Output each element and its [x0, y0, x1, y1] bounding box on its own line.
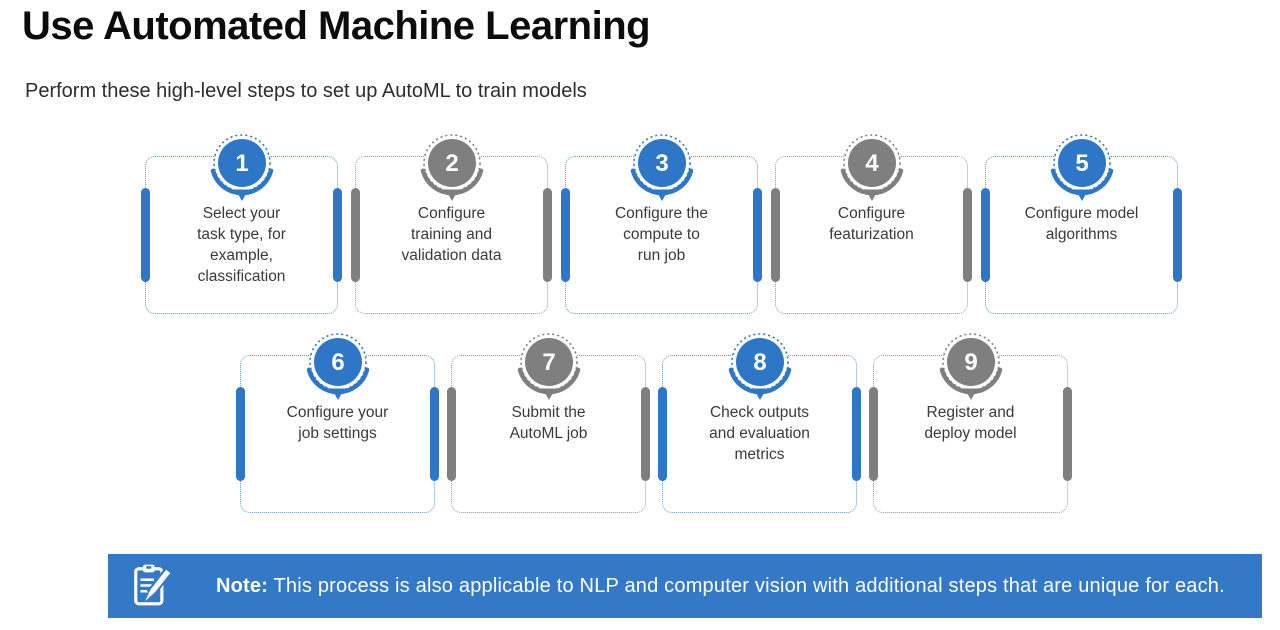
- step-bracket-left: [658, 387, 667, 481]
- step-bracket-left: [351, 188, 360, 282]
- page-subtitle: Perform these high-level steps to set up…: [25, 80, 587, 102]
- step-bracket-left: [447, 387, 456, 481]
- step-card-9: 9 Register and deploy model: [869, 333, 1072, 513]
- step-bracket-left: [771, 188, 780, 282]
- step-bracket-left: [981, 188, 990, 282]
- step-3-label: Configure the compute to run job: [614, 205, 709, 265]
- step-card-8: 8 Check outputs and evaluation metrics: [658, 333, 861, 513]
- page-title: Use Automated Machine Learning: [22, 4, 651, 48]
- step-card-7: 7 Submit the AutoML job: [447, 333, 650, 513]
- step-3-number-badge: 3: [626, 131, 698, 209]
- step-5-label: Configure model algorithms: [1024, 205, 1139, 244]
- step-bracket-left: [561, 188, 570, 282]
- step-6-number-badge: 6: [302, 330, 374, 408]
- step-9-label: Register and deploy model: [924, 404, 1017, 443]
- step-bracket-right: [753, 188, 762, 282]
- step-bracket-right: [1173, 188, 1182, 282]
- step-card-5: 5 Configure model algorithms: [981, 134, 1182, 314]
- step-5-number-badge: 5: [1046, 131, 1118, 209]
- step-1-number-badge: 1: [206, 131, 278, 209]
- step-bracket-right: [641, 387, 650, 481]
- step-card-1: 1 Select your task type, for example, cl…: [141, 134, 342, 314]
- step-bracket-left: [236, 387, 245, 481]
- step-4-label: Configure featurization: [829, 205, 914, 244]
- step-1-label: Select your task type, for example, clas…: [197, 205, 286, 286]
- clipboard-pencil-icon: [130, 563, 176, 609]
- note-prefix: Note:: [216, 574, 269, 597]
- steps-row-1: 1 Select your task type, for example, cl…: [141, 134, 1182, 314]
- note-banner: Note: This process is also applicable to…: [108, 554, 1262, 618]
- step-bracket-right: [852, 387, 861, 481]
- note-text: Note: This process is also applicable to…: [216, 575, 1225, 598]
- step-7-number-badge: 7: [513, 330, 585, 408]
- svg-text:6: 6: [331, 349, 344, 376]
- note-body: This process is also applicable to NLP a…: [273, 574, 1225, 597]
- step-bracket-right: [543, 188, 552, 282]
- step-7-label: Submit the AutoML job: [509, 404, 588, 443]
- step-4-number-badge: 4: [836, 131, 908, 209]
- step-bracket-left: [869, 387, 878, 481]
- step-card-3: 3 Configure the compute to run job: [561, 134, 762, 314]
- svg-text:1: 1: [235, 150, 248, 177]
- step-bracket-right: [430, 387, 439, 481]
- svg-text:5: 5: [1075, 150, 1088, 177]
- step-8-label: Check outputs and evaluation metrics: [709, 404, 810, 464]
- step-2-number-badge: 2: [416, 131, 488, 209]
- svg-text:4: 4: [865, 150, 879, 177]
- step-2-label: Configure training and validation data: [401, 205, 502, 265]
- step-card-6: 6 Configure your job settings: [236, 333, 439, 513]
- svg-text:7: 7: [542, 349, 555, 376]
- svg-text:2: 2: [445, 150, 458, 177]
- step-bracket-left: [141, 188, 150, 282]
- step-bracket-right: [963, 188, 972, 282]
- step-8-number-badge: 8: [724, 330, 796, 408]
- step-card-2: 2 Configure training and validation data: [351, 134, 552, 314]
- step-9-number-badge: 9: [935, 330, 1007, 408]
- svg-text:3: 3: [655, 150, 668, 177]
- svg-text:8: 8: [753, 349, 766, 376]
- step-bracket-right: [1063, 387, 1072, 481]
- svg-text:9: 9: [964, 349, 977, 376]
- step-bracket-right: [333, 188, 342, 282]
- step-6-label: Configure your job settings: [286, 404, 389, 443]
- step-card-4: 4 Configure featurization: [771, 134, 972, 314]
- steps-row-2: 6 Configure your job settings 7 Submit t…: [236, 333, 1072, 513]
